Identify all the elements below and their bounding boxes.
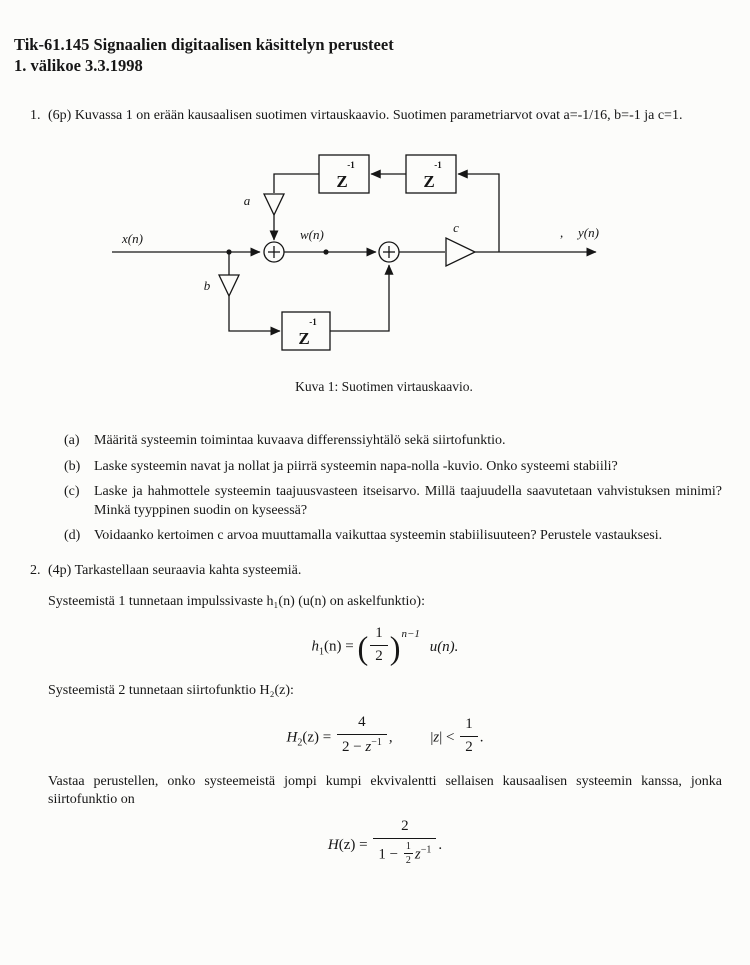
gain-c-label: c: [453, 220, 459, 235]
branch-node-dot: [226, 249, 232, 256]
question-1-body: (6p) Kuvassa 1 on erään kausaalisen suot…: [48, 107, 722, 546]
question-1: 1. (6p) Kuvassa 1 on erään kausaalisen s…: [30, 107, 722, 546]
internal-node-dot: [323, 249, 329, 256]
subitem-b-text: Laske systeemin navat ja nollat ja piirr…: [94, 458, 618, 474]
math-args: (z) =: [302, 729, 332, 746]
math-args: (z) =: [338, 836, 368, 853]
input-label: x(n): [121, 231, 143, 246]
signal-flow-diagram: x(n) w(n) y(n) , a b c -1 Z -1 Z -1 Z: [112, 154, 599, 352]
delay-label-top-right: Z: [423, 172, 434, 191]
question-1-number: 1.: [30, 107, 41, 123]
subitem-a: (a) Määritä systeemin toimintaa kuvaava …: [64, 432, 722, 451]
delay-block-bottom: [281, 311, 331, 352]
delay-label-top-left: Z: [336, 172, 347, 191]
closing-text: Vastaa perustellen, onko systeemeistä jo…: [48, 773, 722, 808]
delay-exponent-bottom: -1: [309, 317, 317, 327]
subitem-d-text: Voidaanko kertoimen c arvoa muuttamalla …: [94, 528, 663, 544]
subitem-b-label: (b): [64, 458, 81, 474]
fraction-denominator: 2: [375, 648, 383, 664]
gain-a-triangle: [262, 193, 286, 217]
math-comma: ,: [388, 729, 393, 746]
big-lparen: (: [357, 630, 369, 667]
system-2-text: Systeemistä 2 tunnetaan siirtofunktio H₂…: [48, 682, 294, 698]
small-fraction-denominator: 2: [405, 855, 411, 867]
gain-c-triangle: [445, 237, 477, 268]
comma-mark: ,: [560, 225, 563, 240]
delay-exponent-top-right: -1: [434, 160, 442, 170]
abs-bar-left: |: [430, 729, 434, 746]
math-period: .: [438, 836, 443, 853]
math-sub: 1: [319, 646, 325, 658]
question-2-number: 2.: [30, 563, 41, 579]
figure-1: x(n) w(n) y(n) , a b c -1 Z -1 Z -1 Z Ku…: [104, 137, 664, 396]
small-fraction-numerator: 1: [403, 841, 413, 855]
subitem-c-text: Laske ja hahmottele systeemin taajuusvas…: [94, 484, 722, 518]
math-var-h: h: [311, 638, 320, 655]
math-exponent: −1: [371, 736, 382, 748]
math-args: (n) =: [324, 638, 354, 655]
fraction-numerator: 1: [460, 716, 478, 737]
subitem-d-label: (d): [64, 528, 81, 544]
math-term: 1 −: [378, 846, 402, 863]
subitem-a-text: Määritä systeemin toimintaa kuvaava diff…: [94, 433, 506, 449]
math-var-H: H: [327, 836, 339, 853]
gain-b-label: b: [204, 278, 211, 293]
exam-title: 1. välikoe 3.3.1998: [14, 56, 143, 76]
fraction-denominator: 2: [465, 738, 473, 755]
internal-signal-label: w(n): [300, 227, 324, 242]
delay-exponent-top-left: -1: [347, 160, 355, 170]
subitem-d: (d) Voidaanko kertoimen c arvoa muuttama…: [64, 527, 722, 546]
question-2-body: (4p) Tarkastellaan seuraavia kahta syste…: [48, 562, 722, 878]
delay-block-top-right: [405, 154, 457, 195]
math-var-z: z: [365, 738, 372, 755]
feedback-line: [457, 169, 500, 253]
subitem-b: (b) Laske systeemin navat ja nollat ja p…: [64, 458, 722, 477]
math-sub: 2: [297, 737, 303, 749]
feedback-to-gain-a-line: [273, 173, 319, 194]
figure-1-caption: Kuva 1: Suotimen virtauskaavio.: [295, 379, 473, 395]
gain-a-label: a: [244, 193, 251, 208]
delay-label-bottom: Z: [298, 329, 309, 348]
question-2-intro: (4p) Tarkastellaan seuraavia kahta syste…: [48, 563, 302, 579]
big-rparen: ): [389, 630, 401, 667]
math-term: 2 −: [341, 738, 366, 755]
delay-block-top-left: [318, 154, 370, 195]
lower-delay-output-line: [330, 264, 394, 333]
document-title: Tik-61.145 Signaalien digitaalisen käsit…: [14, 34, 722, 77]
subitem-a-label: (a): [64, 433, 80, 449]
fraction-numerator: 4: [336, 714, 387, 735]
fraction-denominator: 2 − z−1: [337, 735, 387, 757]
math-var-z: z: [433, 729, 440, 746]
abs-bar-right: | <: [439, 729, 455, 746]
question-1-subitems: (a) Määritä systeemin toimintaa kuvaava …: [64, 432, 722, 546]
gain-b-triangle: [217, 274, 241, 298]
subitem-c-label: (c): [64, 484, 80, 500]
system-1-text: Systeemistä 1 tunnetaan impulssivaste h₁…: [48, 593, 425, 609]
question-1-intro: (6p) Kuvassa 1 on erään kausaalisen suot…: [48, 107, 683, 123]
course-title: Tik-61.145 Signaalien digitaalisen käsit…: [14, 35, 394, 54]
math-exponent: −1: [420, 844, 432, 856]
question-2: 2. (4p) Tarkastellaan seuraavia kahta sy…: [30, 562, 722, 878]
subitem-c: (c) Laske ja hahmottele systeemin taajuu…: [64, 483, 722, 520]
fraction-numerator: 2: [373, 818, 437, 839]
math-tail: u(n).: [429, 638, 459, 655]
math-var-H: H: [286, 729, 298, 746]
math-exponent: n−1: [401, 627, 420, 640]
math-period: .: [479, 729, 484, 746]
output-label: y(n): [576, 225, 599, 240]
math-var-z: z: [414, 846, 421, 863]
gain-b-output-line: [228, 296, 281, 337]
fraction-numerator: 1: [370, 625, 388, 646]
